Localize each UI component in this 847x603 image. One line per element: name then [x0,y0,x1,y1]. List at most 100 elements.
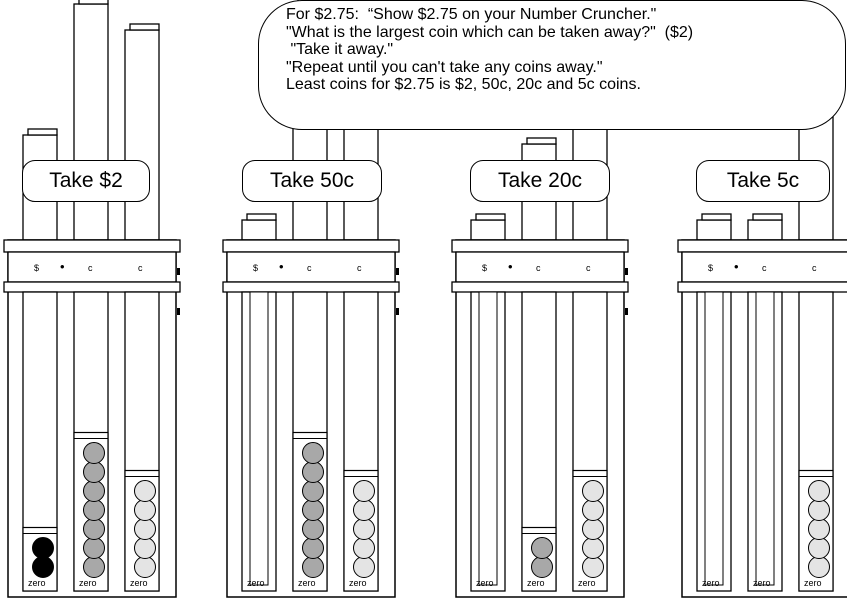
coin [83,556,105,578]
coin [582,537,604,559]
coin [83,518,105,540]
column-bar-cap-1 [701,213,732,221]
bubble-line-2: "What is the largest coin which can be t… [286,23,694,41]
coin [302,461,324,483]
empty-tube-slot [704,291,724,586]
side-bolt [177,268,180,275]
coin [353,556,375,578]
header-cents-tens: c [307,263,312,273]
device-top-plate [3,239,181,253]
header-decimal-point: • [279,259,284,274]
zero-label: zero [753,578,771,588]
coin [582,556,604,578]
device-rail [3,281,181,293]
bubble-line-5: Least coins for $2.75 is $2, 50c, 20c an… [286,76,641,93]
bubble-line-1: For $2.75: “Show $2.75 on your Number Cr… [286,6,657,23]
column-bar-cap-2 [526,137,557,145]
step-4-label: Take 5c [696,160,830,202]
zero-label: zero [527,578,545,588]
coin [353,499,375,521]
zero-label: zero [804,578,822,588]
coin [808,537,830,559]
number-cruncher-4: $ • c c zero zero zero [677,23,847,598]
side-bolt [396,268,399,275]
header-cents-tens: c [88,263,93,273]
coin [353,480,375,502]
column-bar-2 [73,3,109,241]
zero-label: zero [578,578,596,588]
coin [302,442,324,464]
coin [83,461,105,483]
column-bar-cap-3 [129,23,160,31]
coin [582,480,604,502]
zero-label: zero [28,578,46,588]
header-dollar-sign: $ [253,263,258,273]
coin [302,518,324,540]
step-1-label: Take $2 [22,160,150,202]
coin [134,480,156,502]
speech-bubble-text: For $2.75: “Show $2.75 on your Number Cr… [286,6,842,94]
empty-tube-slot [478,291,498,586]
coin [302,499,324,521]
column-bar-1 [470,219,506,241]
bubble-line-4: "Repeat until you can't take any coins a… [286,58,603,76]
header-dollar-sign: $ [708,263,713,273]
side-bolt [625,268,628,275]
coin [32,556,54,578]
column-bar-1 [696,219,732,241]
coin [808,499,830,521]
coin [83,537,105,559]
zero-label: zero [476,578,494,588]
side-bolt [396,308,399,315]
coin [582,499,604,521]
header-dollar-sign: $ [482,263,487,273]
zero-label: zero [702,578,720,588]
empty-tube-slot [755,291,775,586]
coin [302,556,324,578]
zero-label: zero [349,578,367,588]
coin [83,480,105,502]
coin [83,499,105,521]
header-cents-ones: c [138,263,143,273]
number-cruncher-2: $ • c c zero zero zero [222,0,400,598]
coin [582,518,604,540]
device-top-plate [451,239,629,253]
coin [302,480,324,502]
coin [302,537,324,559]
coin [353,518,375,540]
device-top-plate [222,239,400,253]
empty-tube-slot [249,291,269,586]
coin [353,537,375,559]
column-bar-2 [747,219,783,241]
header-cents-ones: c [586,263,591,273]
header-cents-ones: c [812,263,817,273]
coin [531,556,553,578]
coin [531,537,553,559]
column-bar-cap-1 [246,213,277,221]
header-strip [7,251,177,283]
header-cents-ones: c [357,263,362,273]
device-rail [222,281,400,293]
coin [83,442,105,464]
header-cents-tens: c [536,263,541,273]
header-decimal-point: • [734,259,739,274]
device-rail [451,281,629,293]
zero-label: zero [298,578,316,588]
speech-bubble [258,0,846,130]
header-decimal-point: • [508,259,513,274]
header-strip [226,251,396,283]
bubble-line-3: "Take it away." [286,41,394,58]
coin [134,518,156,540]
coin [134,556,156,578]
column-bar-1 [241,219,277,241]
zero-label: zero [79,578,97,588]
header-cents-tens: c [762,263,767,273]
column-bar-cap-2 [78,0,109,5]
device-rail [677,281,847,293]
coin [808,518,830,540]
column-bar-cap-1 [27,128,58,136]
coin [32,537,54,559]
side-bolt [177,308,180,315]
zero-label: zero [247,578,265,588]
